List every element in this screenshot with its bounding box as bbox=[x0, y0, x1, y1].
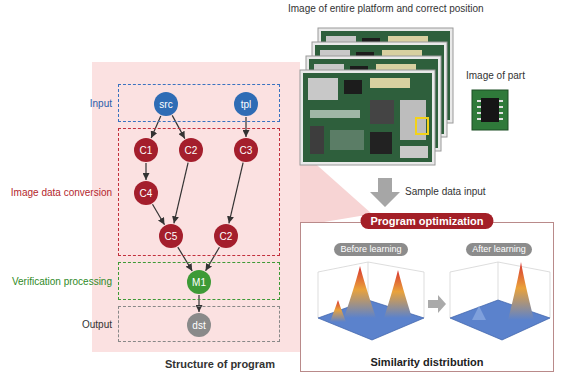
conversion-node: C2 bbox=[179, 138, 203, 162]
band-text: Image data conversion bbox=[11, 187, 112, 198]
pill-text: Before learning bbox=[340, 244, 401, 254]
circle-text: M1 bbox=[192, 277, 206, 288]
stage-pill: After learning bbox=[466, 243, 532, 256]
band-text: Input bbox=[90, 98, 112, 109]
conversion-node: C2 bbox=[214, 224, 238, 248]
conversion-node: C4 bbox=[134, 181, 158, 205]
flow-arrow bbox=[178, 247, 192, 271]
flow-arrow bbox=[153, 204, 165, 225]
circle-text: dst bbox=[192, 320, 205, 331]
flow-arrow bbox=[145, 163, 146, 180]
circle-text: C5 bbox=[165, 231, 178, 242]
optimization-box: Program optimizationSimilarity distribut… bbox=[300, 222, 554, 372]
stage-pill: Before learning bbox=[334, 243, 408, 256]
output-band: Outputdst bbox=[118, 306, 280, 342]
verification-band: Verification processingM1 bbox=[118, 262, 280, 300]
circle-text: tpl bbox=[241, 99, 252, 110]
surface-plot-after bbox=[450, 262, 550, 340]
figure-caption: Image of entire platform and correct pos… bbox=[288, 3, 484, 14]
panel-text: Structure of program bbox=[120, 358, 320, 370]
step-label: Sample data input bbox=[405, 186, 486, 197]
conversion-node: C3 bbox=[234, 138, 258, 162]
circle-text: C4 bbox=[140, 188, 153, 199]
box-ground bbox=[300, 222, 554, 372]
flow-arrow bbox=[151, 116, 161, 138]
flow-arrow bbox=[229, 163, 243, 224]
conversion-node: C1 bbox=[134, 138, 158, 162]
flow-arrow bbox=[206, 247, 220, 271]
box-text: Program optimization bbox=[360, 213, 493, 229]
circle-text: C1 bbox=[140, 145, 153, 156]
program-panel-ground bbox=[92, 62, 300, 352]
verification-node: M1 bbox=[187, 270, 211, 294]
input-band: Inputsrctpl bbox=[118, 84, 280, 122]
circle-text: C2 bbox=[220, 231, 233, 242]
circle-text: src bbox=[159, 99, 172, 110]
band-text: Output bbox=[82, 319, 112, 330]
conversion-band: Image data conversionC1C2C3C4C5C2 bbox=[118, 128, 280, 256]
circle-text: C2 bbox=[185, 145, 198, 156]
part-label: Image of part bbox=[466, 70, 525, 81]
down-arrow bbox=[370, 178, 400, 207]
part-image bbox=[472, 90, 508, 130]
flow-arrow bbox=[172, 115, 185, 138]
platform-images bbox=[300, 28, 453, 165]
flow-arrow bbox=[174, 163, 188, 224]
input-node: tpl bbox=[234, 92, 258, 116]
circle-text: C3 bbox=[240, 145, 253, 156]
pill-text: After learning bbox=[472, 244, 526, 254]
box-text: Similarity distribution bbox=[301, 356, 553, 368]
flow-arrow bbox=[245, 117, 246, 137]
conversion-node: C5 bbox=[159, 224, 183, 248]
output-node: dst bbox=[187, 313, 211, 337]
step-arrow bbox=[428, 295, 446, 313]
band-text: Verification processing bbox=[12, 276, 112, 287]
input-node: src bbox=[154, 92, 178, 116]
surface-plot-before bbox=[318, 262, 424, 340]
flow-arrow bbox=[198, 295, 199, 312]
program-panel: Structure of programInputsrctplImage dat… bbox=[92, 62, 300, 352]
